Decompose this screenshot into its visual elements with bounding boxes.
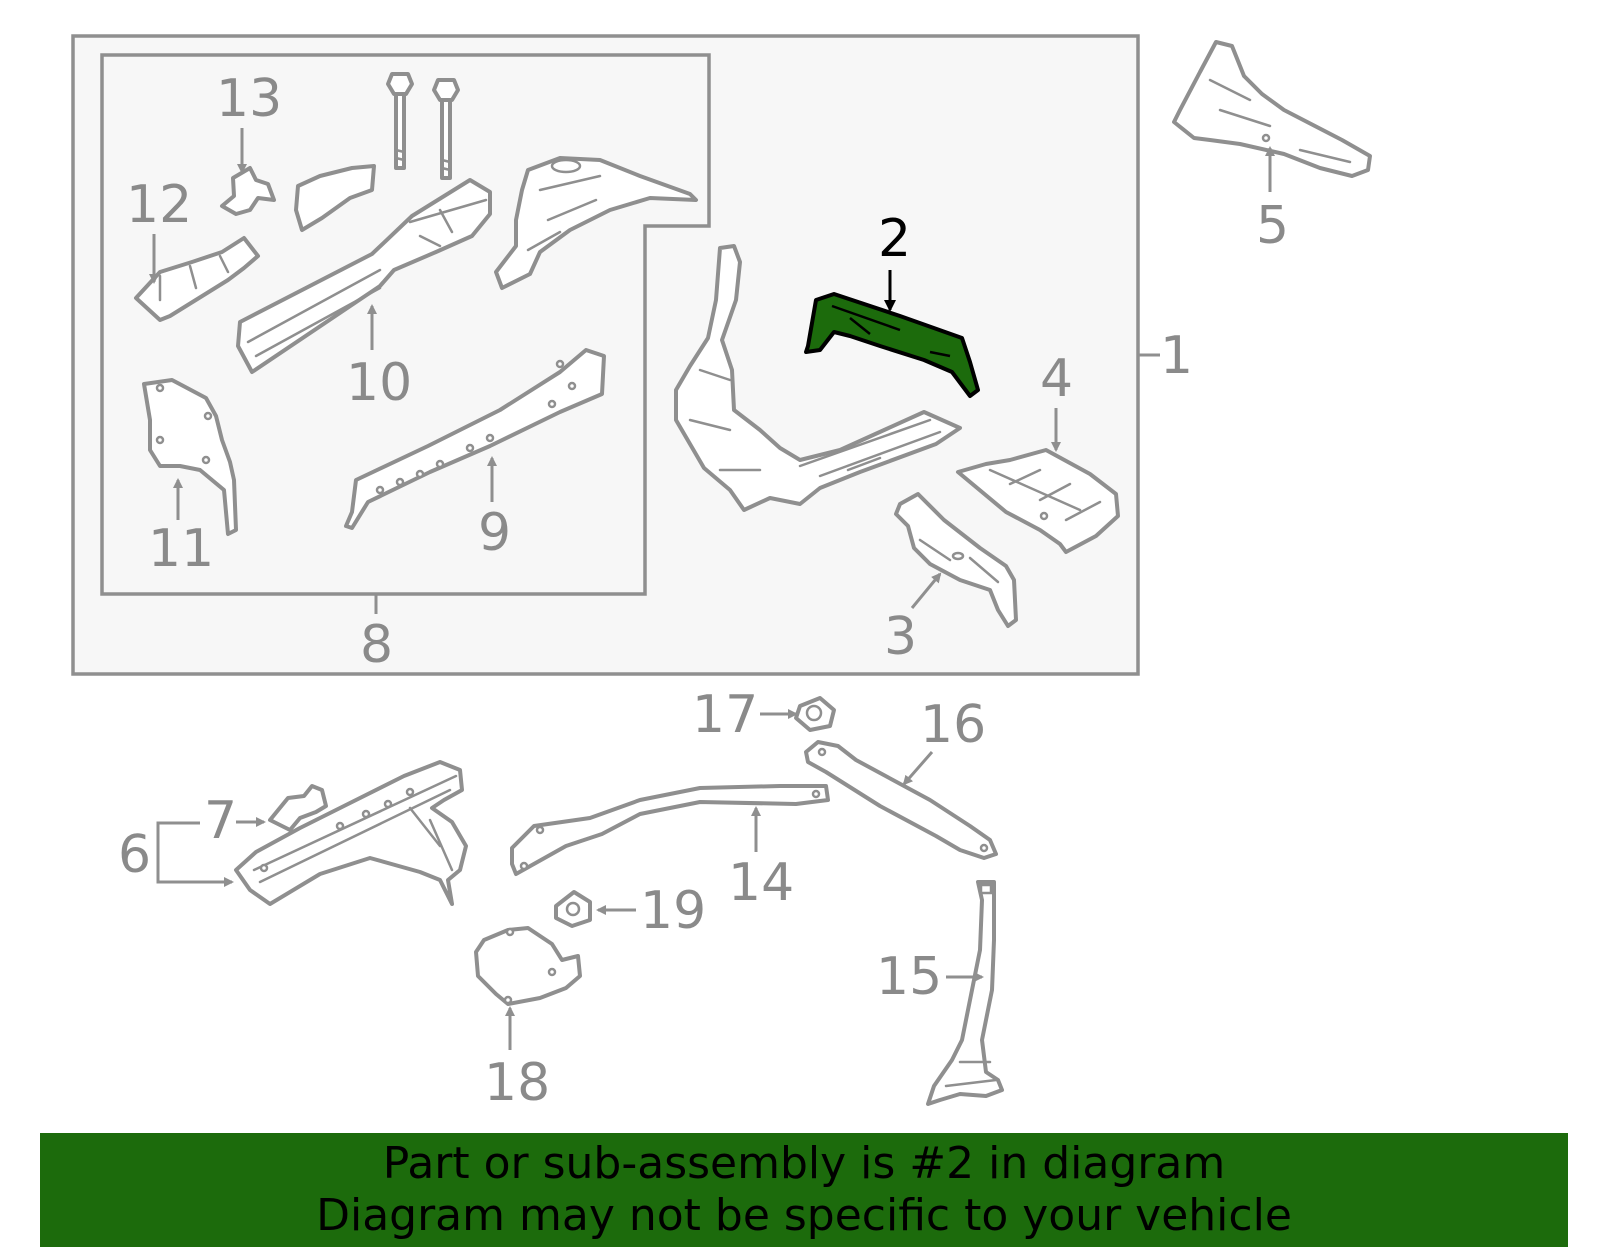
callout-9: 9 — [478, 503, 511, 563]
banner-line-2: Diagram may not be specific to your vehi… — [316, 1190, 1292, 1241]
callout-7: 7 — [204, 791, 237, 851]
callout-18: 18 — [484, 1053, 550, 1113]
part-15-support[interactable] — [926, 880, 1004, 1106]
callout-11: 11 — [148, 519, 214, 579]
callout-13: 13 — [216, 69, 282, 129]
part-5-bracket[interactable] — [1172, 40, 1372, 178]
part-3-bracket[interactable] — [894, 492, 1018, 628]
part-10-reinforcement[interactable] — [294, 164, 376, 232]
part-10-rail[interactable] — [236, 178, 492, 374]
callout-8: 8 — [360, 615, 393, 675]
callout-10: 10 — [346, 353, 412, 413]
part-7-bracket[interactable] — [268, 784, 328, 832]
part-18-bracket[interactable] — [474, 926, 582, 1006]
bolt-right[interactable] — [432, 78, 460, 180]
part-8-apron[interactable] — [494, 156, 698, 290]
banner-line-1: Part or sub-assembly is #2 in diagram — [382, 1138, 1226, 1189]
callout-15: 15 — [876, 947, 942, 1007]
callout-6: 6 — [118, 825, 151, 885]
callout-5: 5 — [1256, 196, 1289, 256]
part-6-apron[interactable] — [234, 760, 468, 906]
callout-14: 14 — [728, 853, 794, 913]
callout-1: 1 — [1160, 326, 1193, 386]
bolt-left[interactable] — [386, 72, 414, 170]
callout-3: 3 — [884, 607, 917, 667]
part-17-nut[interactable] — [794, 696, 836, 732]
part-9-plate[interactable] — [344, 348, 606, 530]
callout-2: 2 — [878, 209, 911, 269]
part-11-panel[interactable] — [142, 378, 238, 536]
part-12-bracket[interactable] — [134, 236, 260, 322]
part-16-strut[interactable] — [804, 740, 998, 860]
callout-17: 17 — [692, 685, 758, 745]
leader-3 — [910, 572, 942, 609]
part-13-bracket[interactable] — [220, 166, 276, 216]
part-4-panel[interactable] — [956, 448, 1120, 554]
callout-12: 12 — [126, 175, 192, 235]
callout-4: 4 — [1040, 349, 1073, 409]
part-2-highlighted[interactable] — [804, 292, 980, 398]
part-1-frame-rail[interactable] — [674, 244, 962, 512]
part-14-brace[interactable] — [510, 784, 830, 876]
callout-19: 19 — [640, 881, 706, 941]
info-banner: Part or sub-assembly is #2 in diagram Di… — [40, 1133, 1568, 1247]
leader-16 — [902, 751, 934, 786]
part-19-nut[interactable] — [554, 890, 592, 928]
callout-16: 16 — [920, 695, 986, 755]
